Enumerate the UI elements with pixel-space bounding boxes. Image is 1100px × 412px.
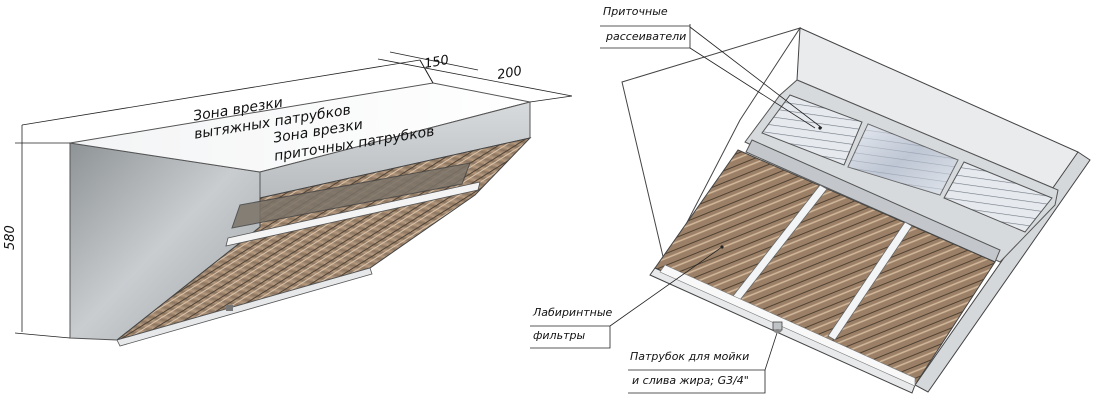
dim-height-label: 580 <box>3 225 18 250</box>
left-hood-view: 580 150 200 Зона врезки вытяжных патрубк… <box>3 51 573 347</box>
drain-fitting-icon <box>772 321 783 333</box>
left-diffuser-band <box>231 162 471 229</box>
callout-drain-fitting: Патрубок для мойки и слива жира; G3/4" <box>628 332 778 394</box>
callout-filters-line1: Лабиринтные <box>532 306 613 319</box>
left-separator-rail <box>225 181 481 247</box>
diffuser-panel-2-louvres <box>848 124 958 195</box>
left-bottom-lip <box>116 267 373 347</box>
callout-filters-line2: фильтры <box>533 329 585 342</box>
left-drain-fitting <box>226 305 233 311</box>
dim-200-label: 200 <box>496 64 523 83</box>
right-side-wall <box>621 27 802 267</box>
callout-labyrinth-filters: Лабиринтные фильтры <box>530 245 724 349</box>
left-dimension-lines <box>14 51 573 339</box>
diffuser-panel-1 <box>761 94 863 166</box>
right-hood-view: Приточные рассеиватели Лабиринтные фильт… <box>530 5 1091 394</box>
dim-150-label: 150 <box>423 53 450 72</box>
callout-supply-diffusers: Приточные рассеиватели <box>600 5 823 130</box>
right-gutter <box>659 264 916 387</box>
callout-diffusers-line2: рассеиватели <box>605 30 686 43</box>
callout-drain-line1: Патрубок для мойки <box>630 350 749 363</box>
callout-diffusers-line1: Приточные <box>603 5 668 18</box>
filter-divider-2 <box>827 221 913 341</box>
callout-drain-line2: и слива жира; G3/4" <box>632 374 749 387</box>
diffuser-panel-3 <box>943 161 1053 233</box>
